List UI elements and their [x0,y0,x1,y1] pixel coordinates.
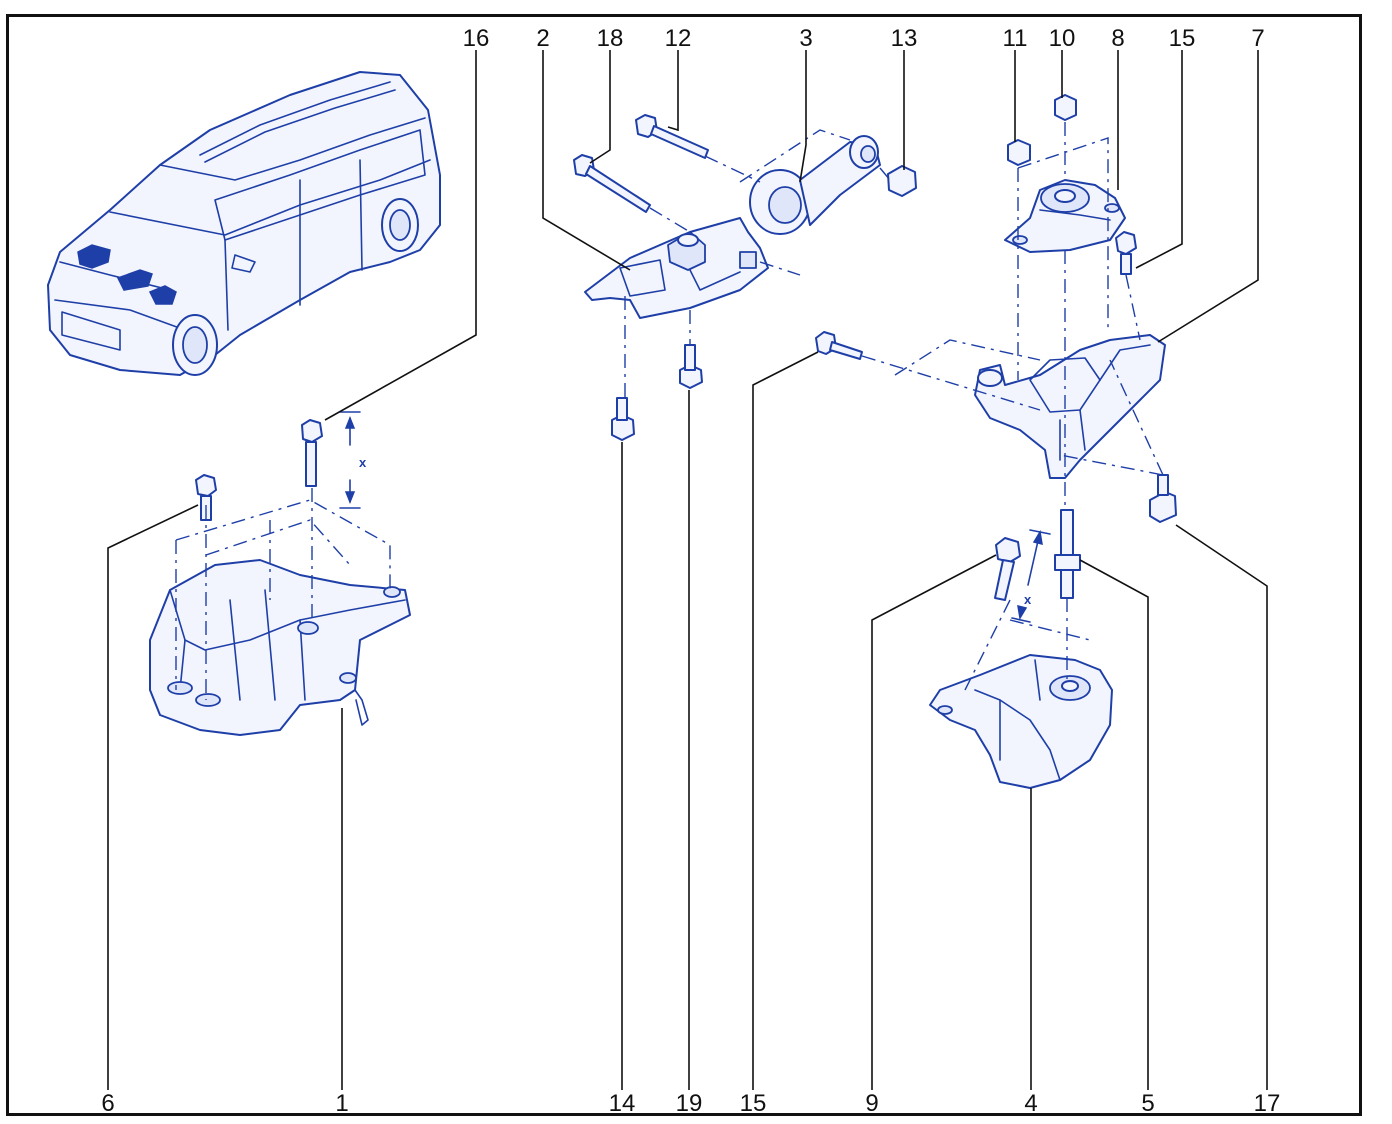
assembly-lines-left [175,488,391,700]
callout-top-18: 18 [597,25,624,52]
callout-top-16: 16 [463,25,490,52]
callout-top-12: 12 [665,25,692,52]
bolt-14 [611,397,635,441]
callout-top-10: 10 [1049,25,1076,52]
bracket-part-2 [584,217,769,319]
bolt-19 [679,344,703,389]
callout-bottom-14: 14 [609,1090,636,1117]
torque-rod-part-3 [749,135,881,235]
leader-lines [107,50,1268,1090]
dimension-x-right-label: x [1024,592,1032,607]
callout-bottom-5: 5 [1141,1090,1154,1117]
callout-top-8: 8 [1111,25,1124,52]
callout-top-11: 11 [1003,25,1028,52]
diagram-frame [6,14,1362,1116]
upper-mount-part-8 [1004,179,1126,253]
stud-5 [1054,509,1081,599]
lower-mount-part-4 [929,654,1113,789]
bolt-15-right [1115,231,1137,275]
callout-bottom-9: 9 [865,1090,878,1117]
callout-bottom-4: 4 [1024,1090,1037,1117]
callout-top-3: 3 [799,25,812,52]
callout-top-7: 7 [1251,25,1264,52]
nut-10 [1054,94,1077,121]
callout-bottom-17: 17 [1254,1090,1281,1117]
nut-13 [887,165,917,197]
bolt-18 [573,154,651,213]
callout-top-2: 2 [536,25,549,52]
callout-labels-top: 16 2 18 12 3 13 11 10 8 15 7 [463,25,1265,52]
callout-bottom-6: 6 [101,1090,114,1117]
stud-17 [1149,474,1177,523]
callout-bottom-1: 1 [335,1090,348,1117]
assembly-lines-right [861,122,1164,691]
callout-bottom-15: 15 [740,1090,767,1117]
bracket-part-7 [974,334,1166,479]
bolt-12 [635,114,709,159]
callout-labels-bottom: 6 1 14 19 15 9 4 5 17 [101,1090,1280,1117]
dimension-x-left: x [339,411,367,509]
callout-bottom-19: 19 [676,1090,703,1117]
assembly-lines-middle [624,129,891,398]
nut-11 [1007,139,1031,166]
left-mount-part-1 [149,559,411,736]
dimension-x-left-label: x [359,455,367,470]
bolt-9 [994,537,1021,601]
bolt-16 [301,419,323,487]
callout-top-13: 13 [891,25,918,52]
dimension-x-right: x [1011,529,1051,623]
callout-top-15: 15 [1169,25,1196,52]
bolt-15-middle [815,331,863,360]
vehicle-illustration [47,71,441,376]
